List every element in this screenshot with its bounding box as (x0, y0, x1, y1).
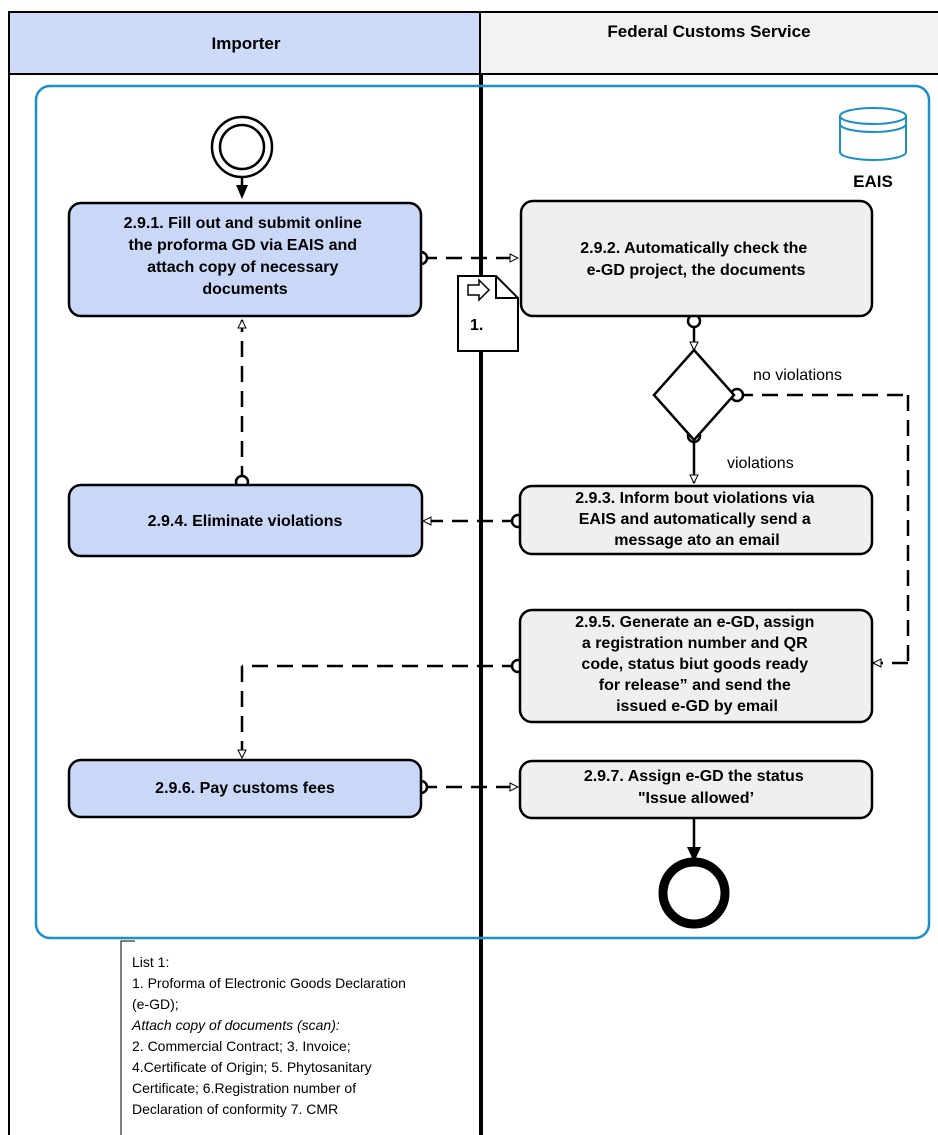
document-label: 1. (470, 317, 483, 334)
start-event (210, 115, 274, 179)
arrow-right-icon (467, 278, 491, 302)
svg-text:2.9.7. Assign e-GD the status: 2.9.7. Assign e-GD the status "Issue all… (584, 768, 808, 807)
svg-text:2.9.1. Fill out and submit onl: 2.9.1. Fill out and submit online the pr… (124, 215, 367, 298)
lane-title-importer: Importer (212, 34, 281, 53)
step-2-9-1: 2.9.1. Fill out and submit online the pr… (67, 201, 423, 318)
documents-note: List 1: 1. Proforma of Electronic Goods … (120, 940, 406, 1135)
svg-text:4.Certificate of Origin; 5. Ph: 4.Certificate of Origin; 5. Phytosanitar… (132, 1059, 372, 1075)
start-arrowhead (236, 185, 248, 199)
lane-header-importer: Importer (8, 11, 481, 75)
step-2-9-2: 2.9.2. Automatically check the e-GD proj… (519, 199, 874, 318)
lane-title-customs: Federal Customs Service (607, 22, 810, 41)
connectors (242, 258, 910, 787)
step-2-9-5: 2.9.5. Generate an e-GD, assign a regist… (518, 608, 874, 724)
label-violations: violations (727, 455, 794, 472)
note-title: List 1: (132, 954, 169, 970)
document-list-1: 1. (457, 275, 519, 352)
svg-text:(e-GD);: (e-GD); (132, 996, 179, 1012)
svg-text:Certificate; 6.Registration nu: Certificate; 6.Registration number of (132, 1080, 356, 1096)
svg-text:1. Proforma of Electronic Good: 1. Proforma of Electronic Goods Declarat… (132, 975, 406, 991)
system-boundary (34, 84, 931, 940)
end-event (658, 857, 730, 929)
svg-text:2.9.4. Eliminate violations: 2.9.4. Eliminate violations (148, 513, 343, 530)
lane-header-customs: Federal Customs Service (479, 11, 938, 75)
svg-text:Declaration of conformity 7.: Declaration of conformity 7. CMR (132, 1101, 338, 1117)
system-label: EAIS (853, 172, 893, 191)
database-icon (839, 107, 907, 161)
step-2-9-7: 2.9.7. Assign e-GD the status "Issue all… (518, 759, 874, 820)
svg-text:2.9.6. Pay customs fees: 2.9.6. Pay customs fees (155, 780, 335, 797)
svg-text:2.9.3. Inform bout violations: 2.9.3. Inform bout violations via EAIS a… (575, 490, 819, 549)
svg-text:2. Commercial Contract; 3. Inv: 2. Commercial Contract; 3. Invoice; (132, 1038, 351, 1054)
step-2-9-3: 2.9.3. Inform bout violations via EAIS a… (518, 484, 874, 556)
label-no-violations: no violations (753, 367, 842, 384)
svg-text:Attach copy of documents (scan: Attach copy of documents (scan): (131, 1017, 340, 1033)
step-2-9-6: 2.9.6. Pay customs fees (67, 758, 423, 819)
step-2-9-4: 2.9.4. Eliminate violations (67, 483, 424, 558)
svg-text:2.9.5. Generate an e-GD, assig: 2.9.5. Generate an e-GD, assign a regist… (575, 614, 819, 715)
svg-text:2.9.2. Automatically check th: 2.9.2. Automatically check the e-GD proj… (580, 240, 812, 279)
end-arrowhead (687, 847, 701, 862)
decision-gateway (652, 348, 736, 442)
